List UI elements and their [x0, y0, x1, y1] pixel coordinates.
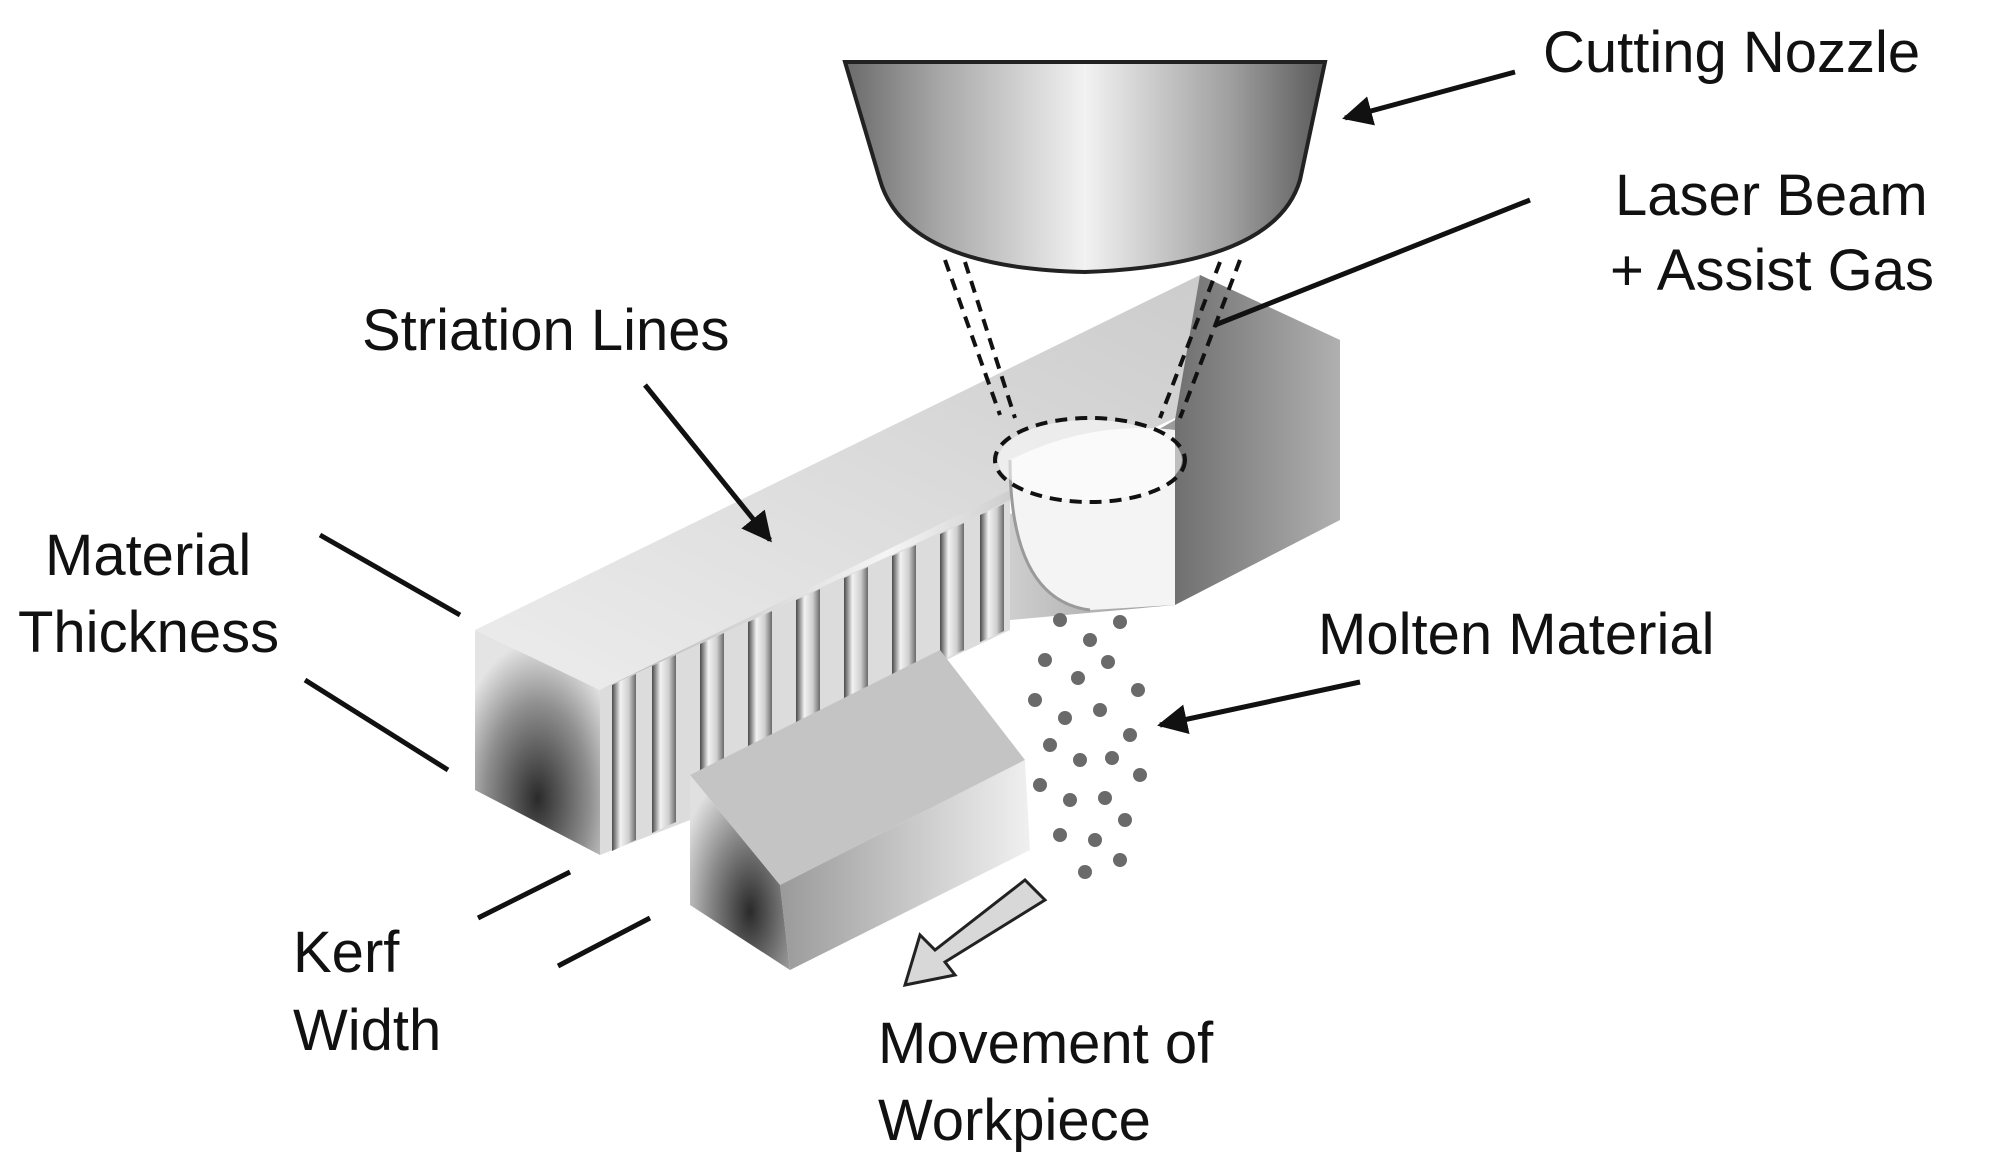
beam-spot	[998, 420, 1182, 500]
cutting-nozzle	[842, 60, 1328, 275]
laser-beam-leader	[1214, 197, 1531, 328]
movement-label-line2: Workpiece	[878, 1088, 1151, 1153]
striation-stripes	[612, 504, 1004, 851]
molten-material-dots	[1028, 613, 1147, 879]
material-thickness-leader-bottom	[303, 677, 450, 773]
movement-label-line1: Movement of	[878, 1011, 1214, 1076]
kerf-width-label-line2: Width	[293, 998, 441, 1063]
molten-material-arrow	[1157, 679, 1361, 734]
front-block-top-face	[690, 650, 1025, 885]
striation-lines-label: Striation Lines	[362, 298, 730, 363]
laser-beam-label-line1: Laser Beam	[1615, 163, 1928, 228]
cutting-nozzle-arrow	[1342, 69, 1516, 126]
back-bar-top-face	[475, 275, 1340, 690]
striation-lines-arrow	[643, 383, 772, 543]
kerf-width-label-line1: Kerf	[293, 920, 400, 985]
kerf-width-leader-bottom	[556, 915, 652, 969]
material-thickness-label-line1: Material	[45, 523, 251, 588]
workpiece-front-block	[690, 650, 1030, 970]
back-bar-right-face	[1175, 275, 1340, 605]
leader-lines	[303, 69, 1531, 969]
laser-beam-label-line2: + Assist Gas	[1610, 238, 1934, 303]
kerf-width-leader-top	[476, 869, 572, 921]
cutting-nozzle-label: Cutting Nozzle	[1543, 20, 1920, 85]
molten-material-label: Molten Material	[1318, 602, 1714, 667]
material-thickness-leader-top	[318, 532, 462, 618]
movement-arrow-icon	[902, 878, 1048, 987]
front-block-end-face	[690, 775, 790, 970]
back-bar-left-end-face	[475, 630, 600, 855]
material-thickness-label-line2: Thickness	[18, 600, 279, 665]
front-block-side-face	[780, 760, 1030, 970]
laser-beam-cone	[943, 259, 1242, 504]
